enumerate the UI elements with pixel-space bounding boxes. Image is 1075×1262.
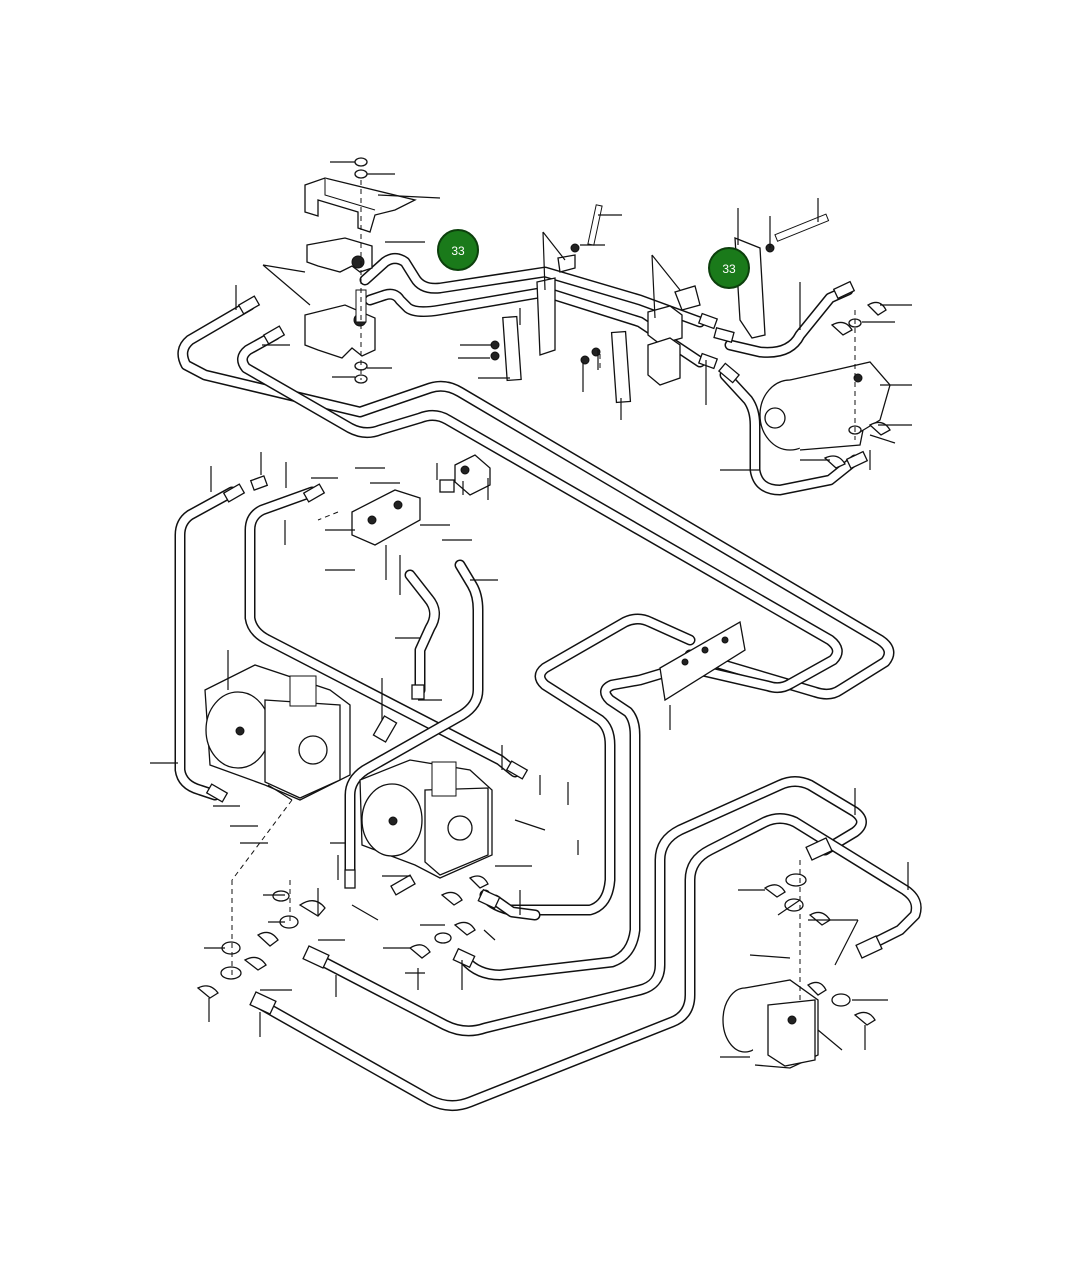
hose-left-mid [244, 486, 521, 778]
main-pump-left [204, 664, 351, 801]
hose-right-motor-upper [724, 284, 854, 358]
top-mounting-bracket [304, 177, 417, 233]
hose-left-vertical [174, 486, 238, 801]
middle-hose-clamps [490, 204, 701, 404]
hose-center-s [404, 569, 440, 696]
swing-motor-upper-right [759, 361, 891, 451]
callout-badge: 33 [708, 247, 750, 289]
hose-lower-loop-a [314, 776, 867, 1037]
hydraulic-hoses [174, 253, 922, 1111]
hose-center-right [344, 559, 484, 886]
hose-upper-inner-loop [237, 329, 843, 694]
top-clamp-block [304, 237, 376, 359]
top-stacked-nuts [354, 157, 368, 384]
hose-lower-loop-b [256, 813, 922, 1111]
center-hose-bracket-plate [659, 620, 746, 702]
hose-upper-long-loop [177, 299, 895, 700]
split-flange-halves [196, 301, 891, 1026]
callout-badge: 33 [437, 229, 479, 271]
hose-center-loop-b [459, 659, 696, 981]
assembly-centerlines [231, 180, 856, 1000]
valve-manifold-center [351, 454, 491, 546]
hose-top-manifold-2 [364, 286, 706, 368]
main-pump-center [359, 759, 493, 879]
travel-motor-lower-right [722, 979, 819, 1069]
hose-pump-to-fitting [489, 894, 541, 921]
hose-top-manifold-1 [359, 253, 706, 328]
leader-lines [150, 161, 912, 1058]
callout-label: 33 [451, 244, 465, 258]
callout-label: 33 [722, 262, 736, 276]
hose-fittings [205, 280, 883, 1015]
